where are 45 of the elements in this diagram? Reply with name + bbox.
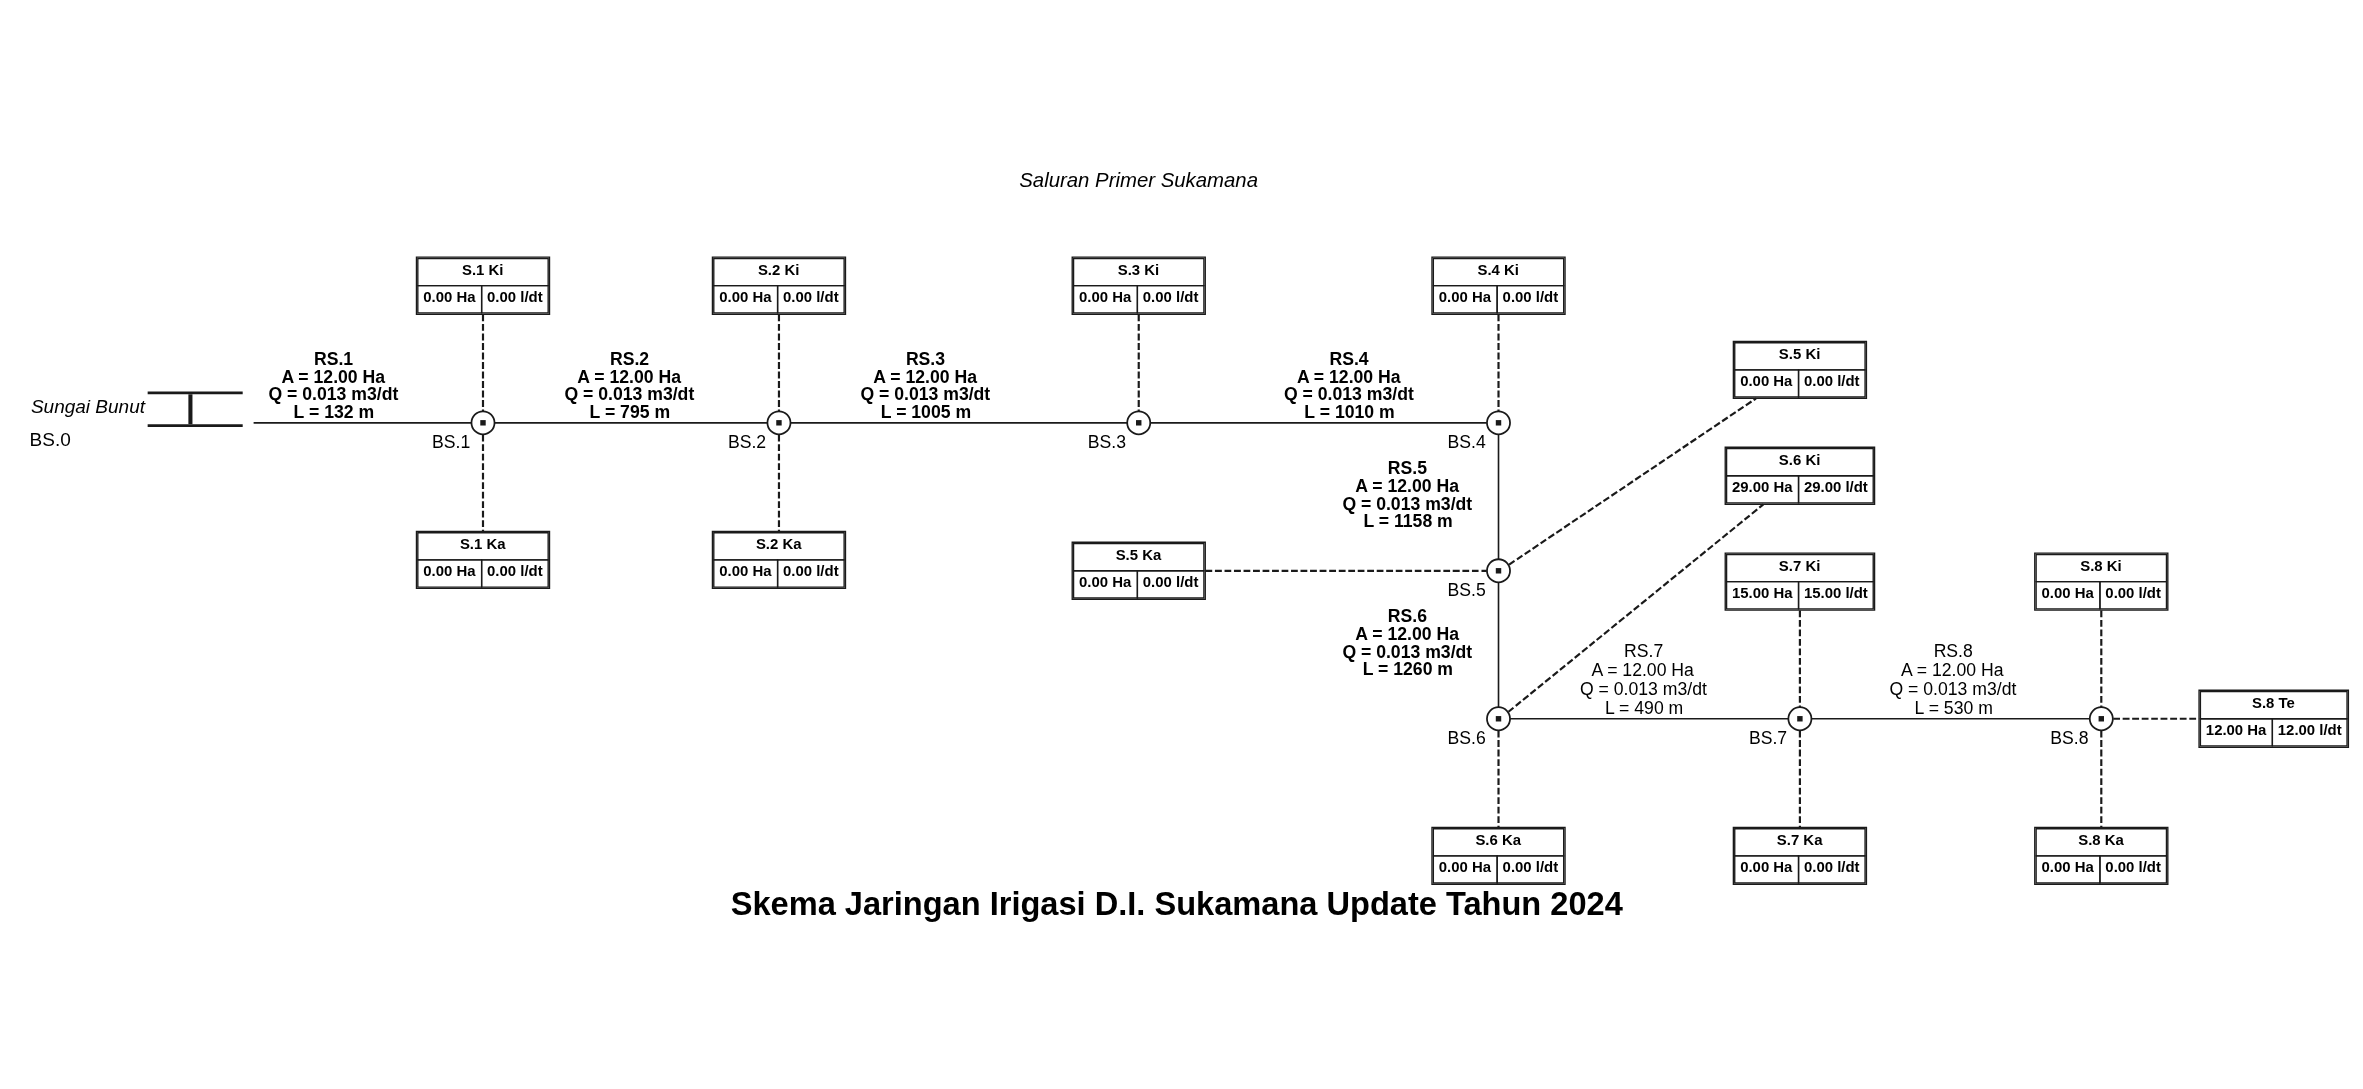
connector — [789, 421, 1128, 424]
connector — [493, 421, 768, 424]
node-label: BS.2 — [727, 431, 767, 452]
label: Saluran Primer Sukamana — [1019, 168, 1259, 191]
connector — [1508, 397, 1757, 565]
edge-label: RS.7 A = 12.00 Ha Q = 0.013 m3/dt L = 490 m — [1579, 640, 1707, 718]
connector — [1205, 569, 1487, 572]
connector — [1798, 730, 1801, 827]
connector — [252, 421, 472, 424]
node-circle — [470, 409, 496, 435]
connector — [1507, 503, 1765, 713]
edge-label: RS.5 A = 12.00 Ha Q = 0.013 m3/dt L = 1158 m — [1342, 457, 1473, 531]
connector — [1497, 730, 1500, 827]
connector — [1810, 717, 2091, 720]
node-circle — [2088, 705, 2114, 731]
edge-label: RS.6 A = 12.00 Ha Q = 0.013 m3/dt L = 1260 m — [1342, 605, 1473, 679]
edge-label: RS.4 A = 12.00 Ha Q = 0.013 m3/dt L = 1010 m — [1284, 348, 1414, 422]
node-label: BS.6 — [1447, 727, 1486, 748]
connector — [777, 434, 781, 531]
diagram-title: Skema Jaringan Irigasi D.I. Sukamana Update Tahun 2024 — [730, 885, 1623, 922]
node-label: BS.0 — [29, 428, 71, 450]
edge-label: RS.8 A = 12.00 Ha Q = 0.013 m3/dt L = 530 m — [1889, 640, 2017, 718]
connector — [2100, 730, 2103, 827]
node-label: BS.7 — [1748, 727, 1788, 748]
node-circle — [1126, 409, 1152, 435]
node-label: BS.8 — [2050, 727, 2089, 748]
connector — [481, 434, 485, 531]
edge-label: RS.1 A = 12.00 Ha Q = 0.013 m3/dt L = 132 m — [268, 348, 399, 422]
node-circle — [1486, 409, 1511, 435]
connector — [1509, 717, 1790, 720]
edge-label: RS.3 A = 12.00 Ha Q = 0.013 m3/dt L = 1005 m — [860, 348, 991, 422]
node-circle — [1787, 705, 1813, 731]
connector — [1497, 433, 1500, 560]
node-label: Sungai Bunut — [30, 395, 145, 417]
edge-label: RS.2 A = 12.00 Ha Q = 0.013 m3/dt L = 795 m — [564, 348, 695, 422]
connector — [1149, 421, 1488, 424]
node-label: BS.5 — [1447, 579, 1486, 600]
connector — [2113, 717, 2199, 720]
node-circle — [766, 409, 792, 435]
connector — [1497, 581, 1500, 708]
node-circle — [1486, 705, 1511, 731]
node-label: BS.3 — [1087, 431, 1126, 452]
node-label: BS.4 — [1447, 431, 1486, 452]
node-label: BS.1 — [431, 431, 471, 452]
node-circle — [1486, 557, 1511, 583]
